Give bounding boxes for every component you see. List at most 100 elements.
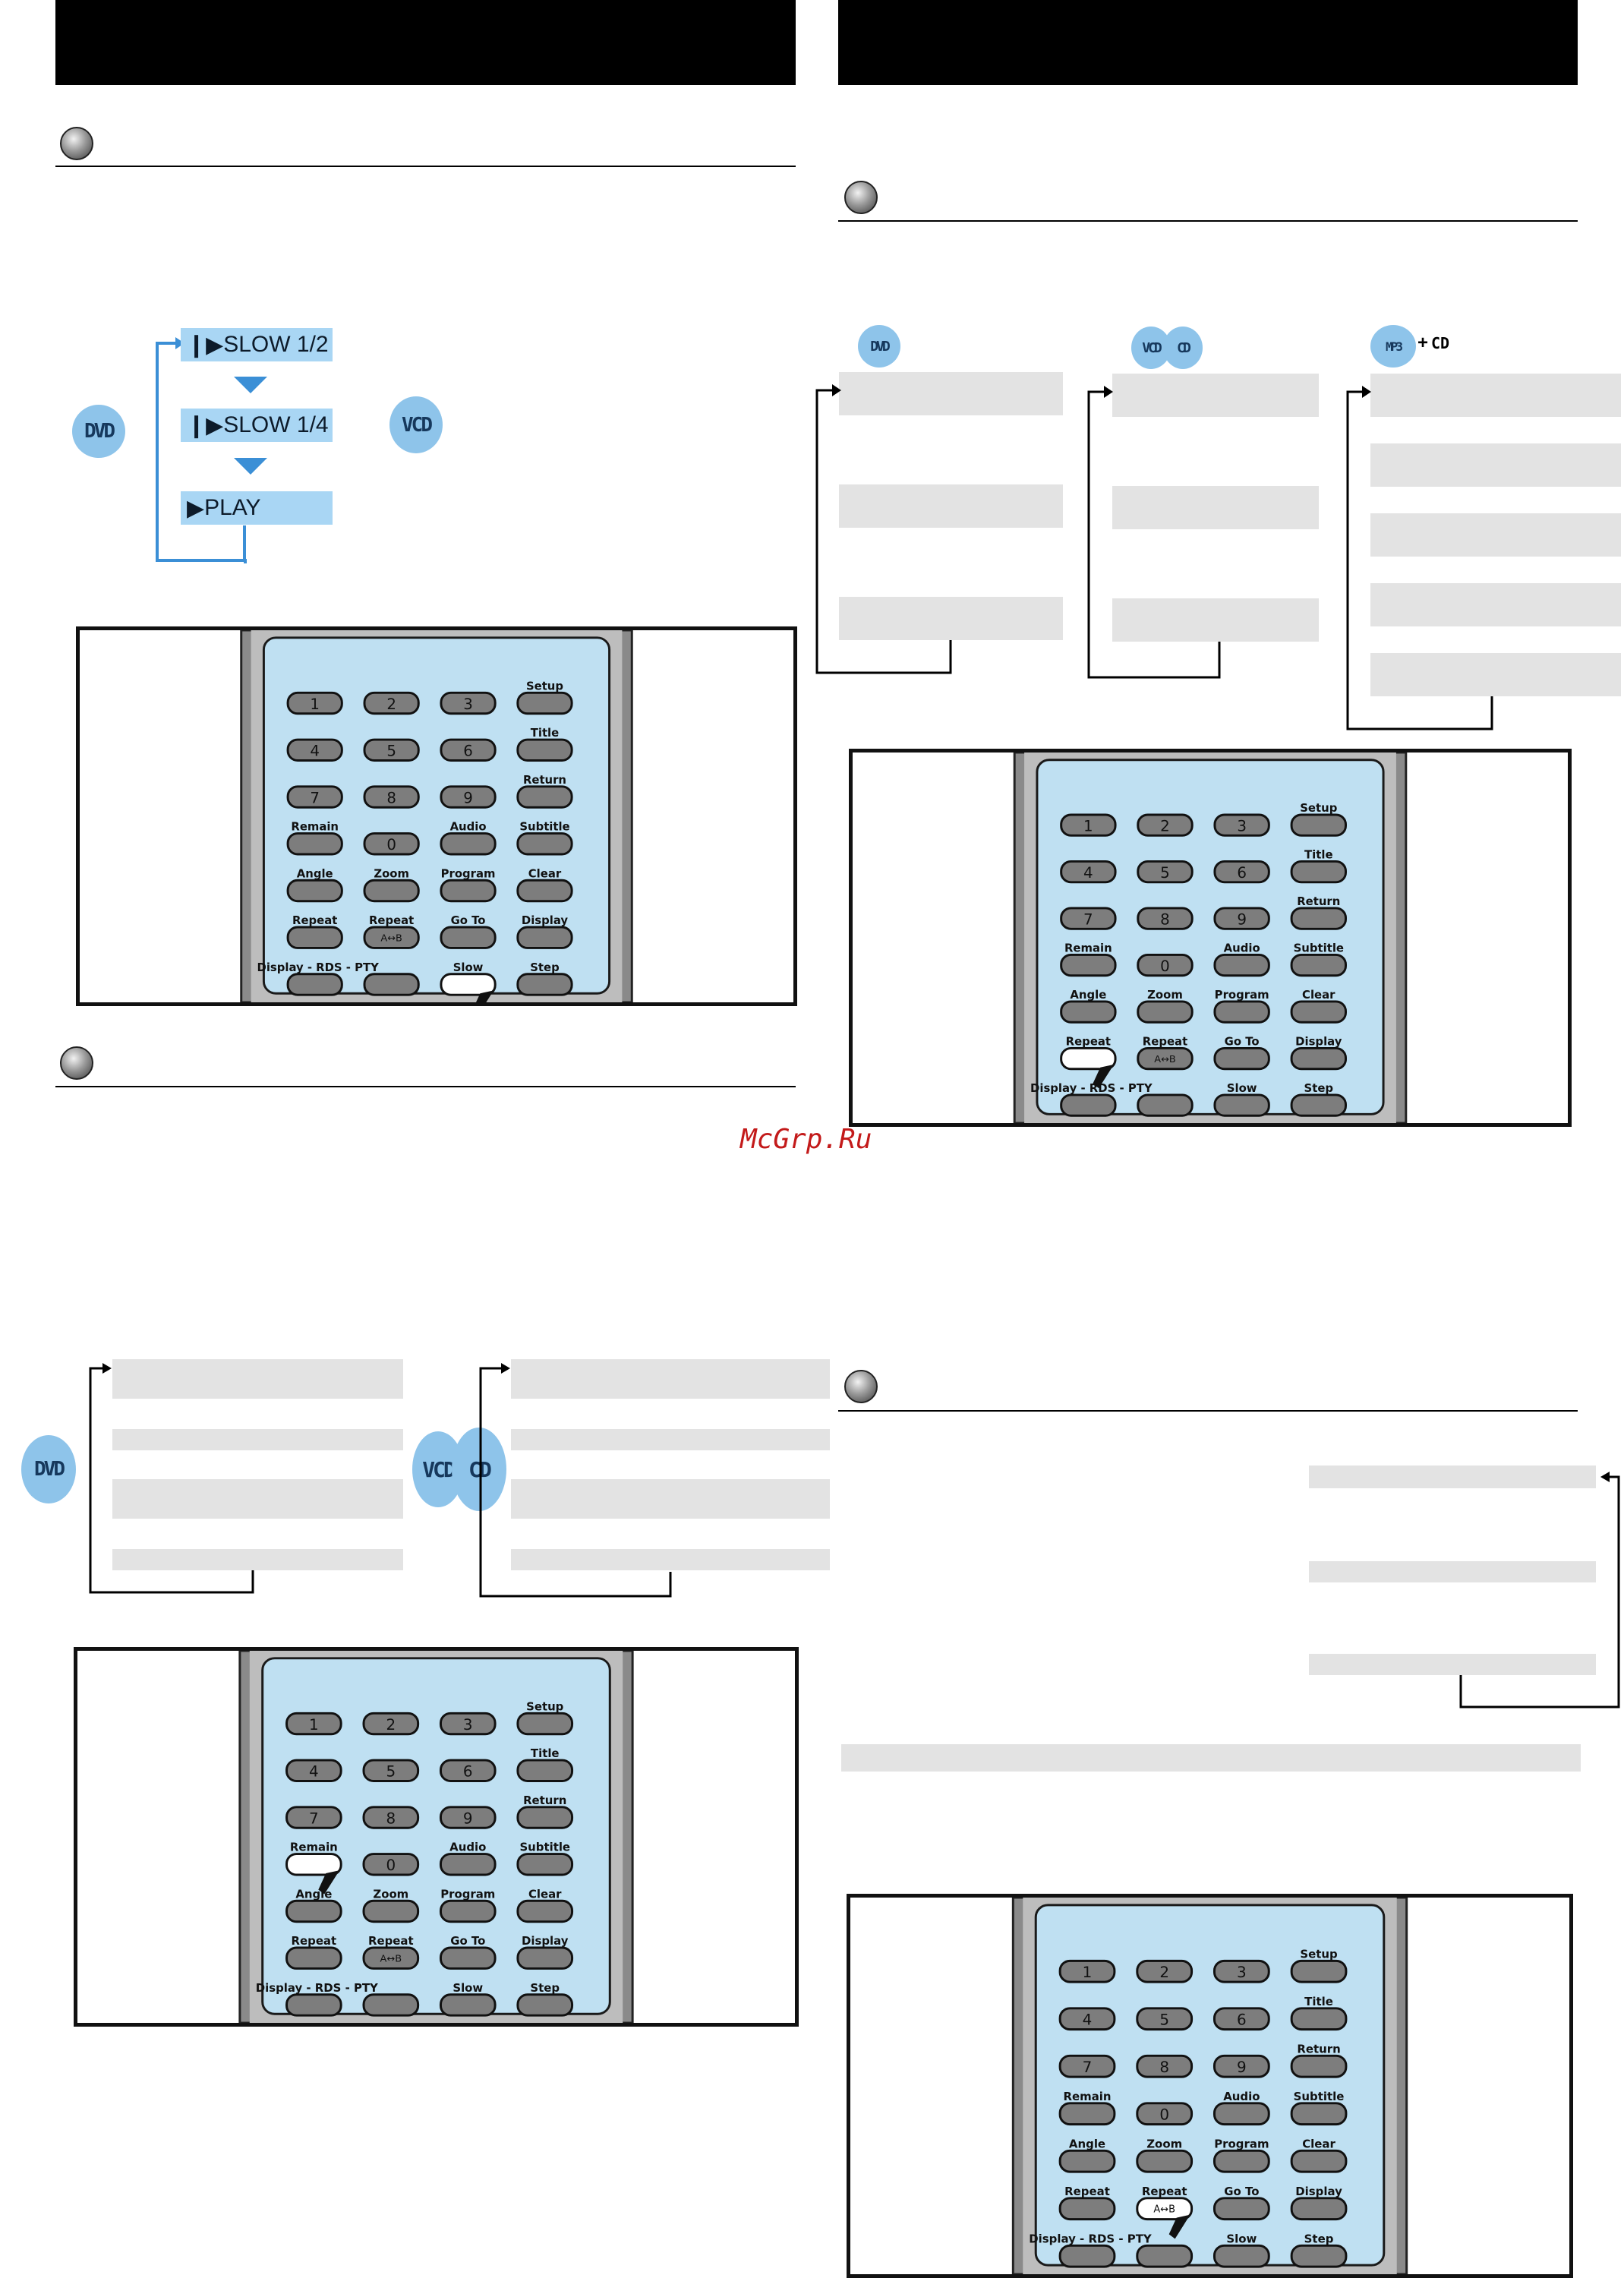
svg-text:Display - RDS - PTY: Display - RDS - PTY <box>1030 1082 1153 1095</box>
svg-text:Repeat: Repeat <box>369 914 414 927</box>
header-bar-right <box>838 0 1578 85</box>
svg-text:Program: Program <box>440 1888 495 1901</box>
pointer-hand-icon <box>318 1870 340 1895</box>
svg-text:Repeat: Repeat <box>368 1935 414 1948</box>
svg-text:7: 7 <box>1083 2059 1093 2076</box>
remote-number-button: 2 <box>362 1712 420 1736</box>
remote-repeat-button: Repeat <box>1058 2185 1116 2221</box>
ab-repeat-cycle <box>1291 1458 1624 1716</box>
remote-slow-button: Slow <box>1213 1082 1270 1117</box>
svg-text:6: 6 <box>463 1763 473 1781</box>
svg-text:Subtitle: Subtitle <box>519 821 569 834</box>
svg-text:A↔B: A↔B <box>1153 2204 1175 2216</box>
remote-setup-button: Setup <box>1290 802 1347 837</box>
cycle-loop-connector <box>1459 1472 1620 1708</box>
svg-text:Zoom: Zoom <box>373 1888 408 1901</box>
watermark-text: McGrp.Ru <box>740 1124 872 1155</box>
svg-text:7: 7 <box>310 789 320 806</box>
play-icon: ▶ <box>187 495 205 521</box>
display-option-box <box>112 1429 403 1450</box>
remote-number-button: 2 <box>363 691 420 715</box>
svg-text:Slow: Slow <box>453 1982 483 1995</box>
flow-step-slow-half: ❙▶SLOW 1/2 <box>181 328 333 361</box>
svg-text:Title: Title <box>531 1747 560 1760</box>
repeat-option-box <box>1112 598 1319 642</box>
svg-text:Zoom: Zoom <box>1147 989 1183 1002</box>
svg-text:Go To: Go To <box>451 914 486 927</box>
cycle-loop-connector <box>815 384 952 674</box>
remote-angle-button: Angle <box>1060 989 1117 1024</box>
repeat-option-box <box>1370 374 1621 417</box>
header-bar-left <box>55 0 796 85</box>
pointer-hand-icon <box>1093 1064 1115 1089</box>
remote-number-button: 3 <box>439 1712 497 1736</box>
remote-title-button: Title <box>1290 849 1347 884</box>
display-option-box <box>511 1549 830 1570</box>
remote-setup-button: Setup <box>516 680 573 715</box>
remote-number-button: 6 <box>1212 2007 1270 2031</box>
remote-display-button: Display <box>516 1935 574 1970</box>
section-divider <box>55 1086 796 1087</box>
remote-slow-button: Slow <box>1212 2232 1270 2268</box>
repeat-option-box <box>1370 513 1621 557</box>
svg-text:5: 5 <box>386 743 396 760</box>
remote-number-button: 8 <box>363 785 420 809</box>
repeat-option-box <box>1370 583 1621 626</box>
svg-text:A↔B: A↔B <box>1154 1054 1175 1065</box>
mp3-cd-repeat-cycle <box>1344 364 1623 737</box>
svg-text:3: 3 <box>1237 1964 1247 1981</box>
remote-subtitle-button: Subtitle <box>1290 942 1347 977</box>
cd-badge-icon: CD <box>452 1428 506 1511</box>
section-divider <box>838 220 1578 222</box>
remote-number-button: 0 <box>362 1853 420 1876</box>
svg-text:Setup: Setup <box>526 680 563 693</box>
remote-number-button: 6 <box>439 1759 497 1782</box>
svg-text:Remain: Remain <box>1063 2090 1111 2103</box>
cycle-loop-connector <box>1087 386 1221 679</box>
remote-angle-button: Angle <box>286 867 343 903</box>
remote-number-button: 7 <box>1058 2054 1116 2078</box>
svg-text:Repeat: Repeat <box>1064 2185 1110 2198</box>
remote-number-button: 5 <box>362 1759 420 1782</box>
svg-text:9: 9 <box>463 1809 473 1827</box>
svg-text:Clear: Clear <box>1302 2137 1335 2150</box>
cd-label: CD <box>1431 334 1450 352</box>
svg-text:Audio: Audio <box>450 821 487 834</box>
remote-number-button: 6 <box>1213 860 1270 884</box>
repeat-option-box <box>839 372 1063 415</box>
svg-text:Step: Step <box>1304 1082 1334 1095</box>
display-option-box <box>511 1479 830 1519</box>
svg-text:8: 8 <box>386 789 396 806</box>
remote-display-button: Display <box>1290 2185 1348 2221</box>
remote-blank-button <box>362 1993 420 2017</box>
svg-text:Repeat: Repeat <box>1066 1036 1111 1049</box>
dvd-display-cycle <box>87 1359 406 1602</box>
dvd-badge-icon: DVD <box>72 405 125 458</box>
remote-repeat-button: Repeat <box>1060 1036 1117 1089</box>
cd-badge-icon: CD <box>1163 327 1203 369</box>
remote-display_rds-button: Display - RDS - PTY <box>256 1982 378 2017</box>
repeat-option-box <box>1112 374 1319 417</box>
vcd-badge-label: VCD <box>402 413 433 437</box>
svg-text:Repeat: Repeat <box>1142 2185 1187 2198</box>
repeat-option-box <box>1112 486 1319 529</box>
svg-text:7: 7 <box>1083 911 1093 929</box>
svg-text:Slow: Slow <box>1226 2232 1257 2245</box>
svg-text:Audio: Audio <box>1223 2090 1260 2103</box>
svg-text:Repeat: Repeat <box>292 914 337 927</box>
remote-title-button: Title <box>1290 1995 1348 2031</box>
remote-audio-button: Audio <box>1212 2090 1270 2126</box>
remote-number-button: 1 <box>286 691 343 715</box>
remote-keypad-panel <box>1034 1904 1386 2267</box>
remote-number-button: 4 <box>1058 2007 1116 2031</box>
svg-text:4: 4 <box>310 743 320 760</box>
svg-text:Zoom: Zoom <box>374 867 409 880</box>
svg-text:Clear: Clear <box>528 1888 562 1901</box>
remote-subtitle-button: Subtitle <box>1290 2090 1348 2126</box>
ab-option-box <box>1309 1654 1596 1675</box>
